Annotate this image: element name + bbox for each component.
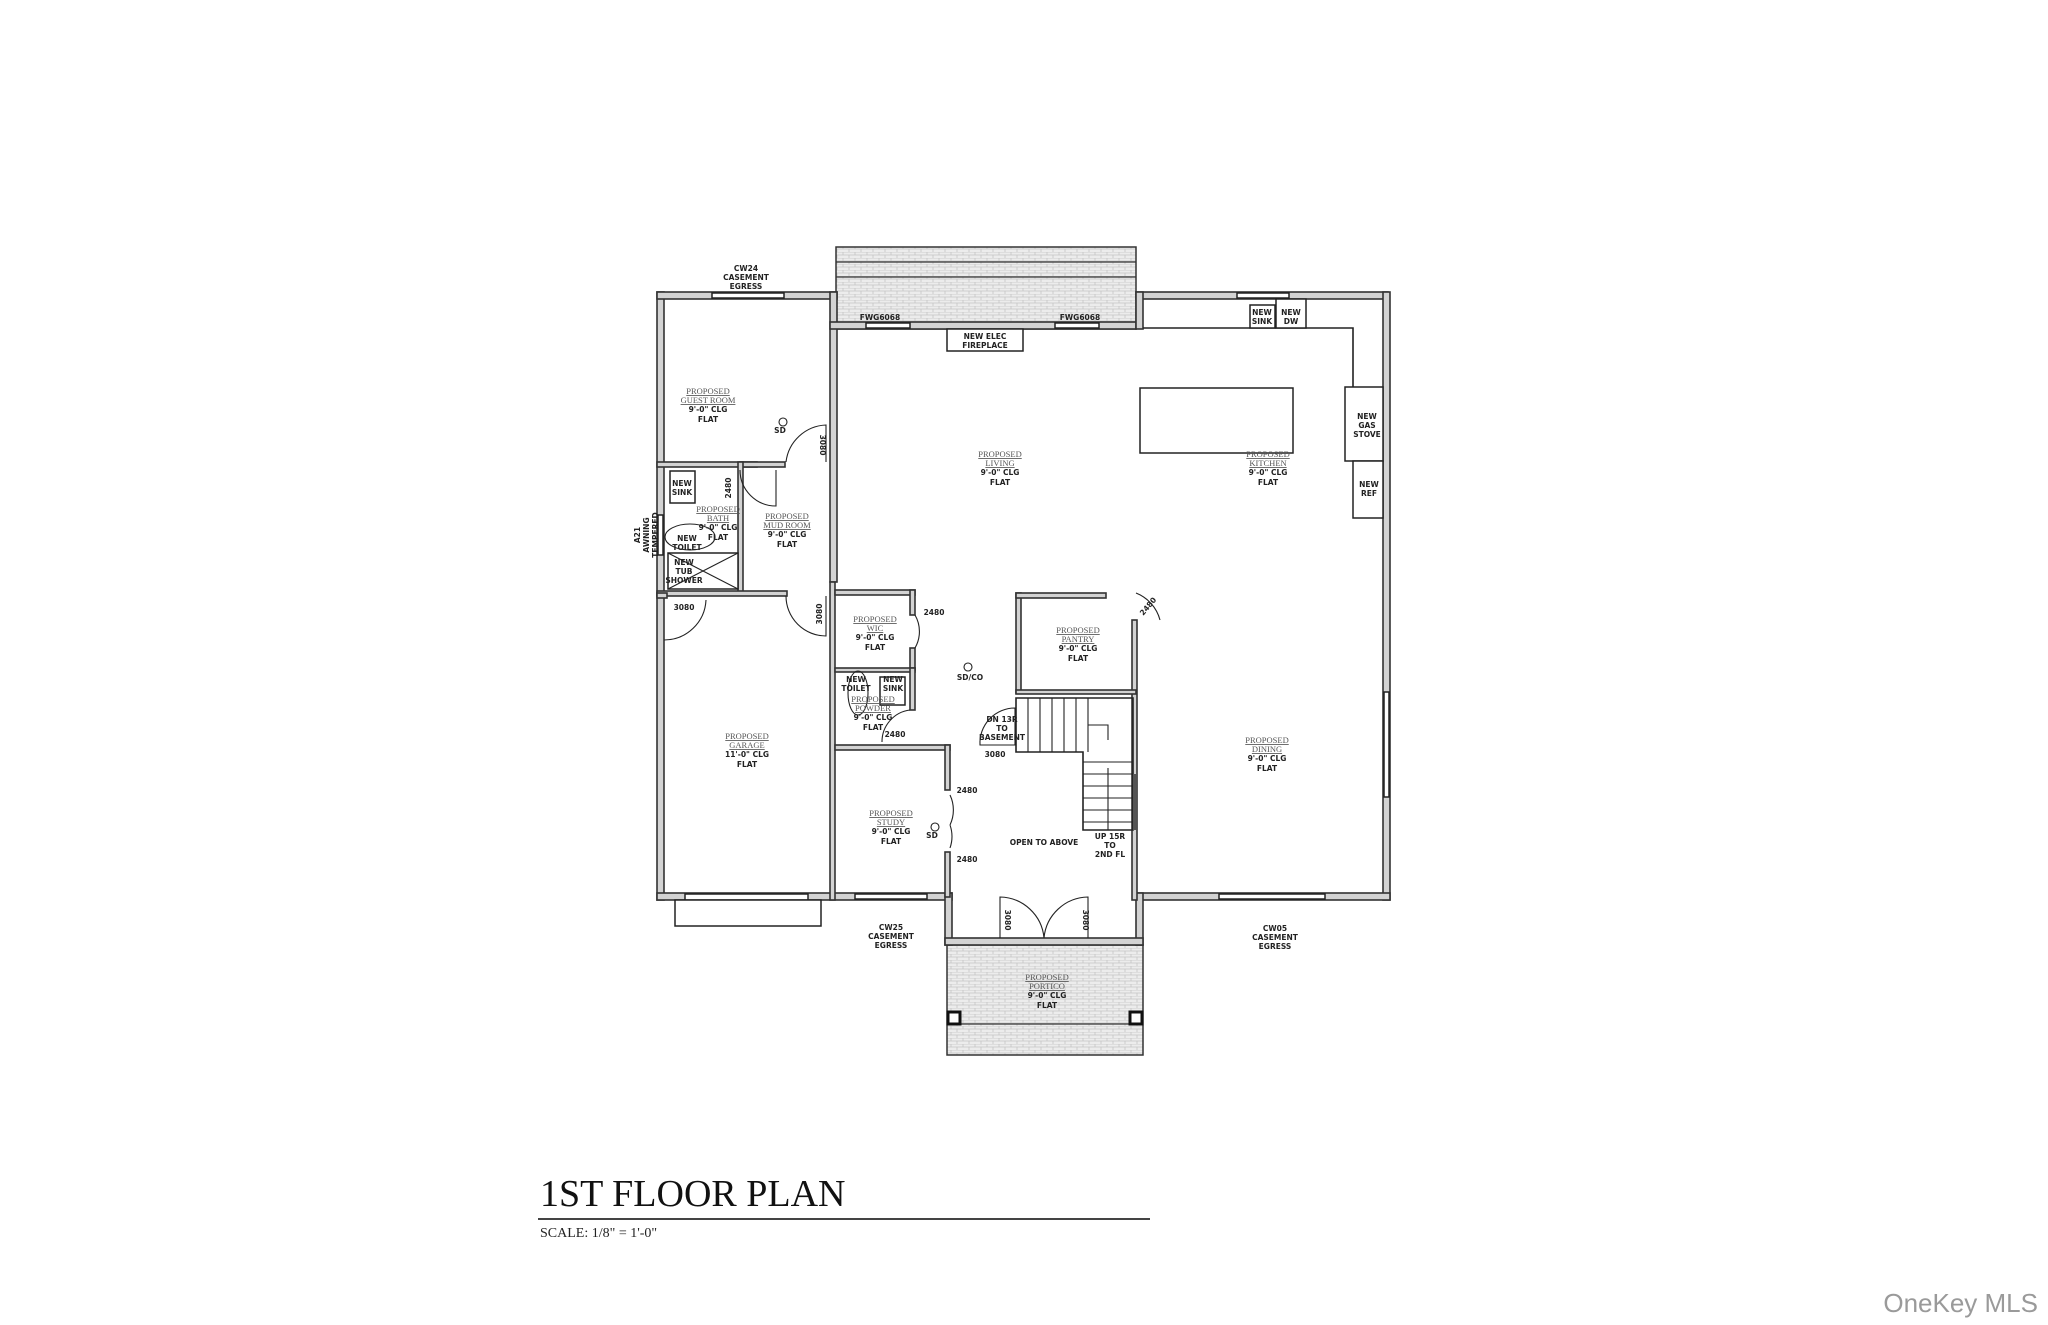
door-label-guest: 3080 bbox=[818, 435, 827, 456]
bath-sink bbox=[669, 470, 696, 504]
window-label-a21: A21AWNINGTEMPERED bbox=[633, 512, 660, 557]
smoke-co-detector bbox=[963, 662, 973, 672]
window-label-fwg-left: FWG6068 bbox=[860, 313, 900, 322]
doors bbox=[663, 424, 1161, 939]
smoke-detector-study bbox=[930, 822, 940, 832]
title-underline bbox=[538, 1218, 1150, 1220]
sdco-label: SD/CO bbox=[957, 673, 983, 682]
portico-hatched-area bbox=[946, 944, 1144, 1056]
door-label-study-bottom: 2480 bbox=[957, 855, 978, 864]
kitchen-counter bbox=[1143, 327, 1354, 387]
interior-walls bbox=[656, 461, 1138, 901]
smoke-detector-guest bbox=[778, 417, 788, 427]
rear-hatched-area bbox=[835, 246, 1137, 330]
wic-door bbox=[914, 614, 920, 649]
plan-scale: SCALE: 1/8" = 1'-0" bbox=[540, 1226, 658, 1241]
door-label-front-left: 3080 bbox=[1003, 910, 1012, 931]
garage-door bbox=[663, 599, 707, 641]
column-right bbox=[1128, 1010, 1144, 1026]
watermark: OneKey MLS bbox=[1883, 1288, 2038, 1318]
open-to-above-label: OPEN TO ABOVE bbox=[1010, 838, 1079, 847]
door-label-mud: 3080 bbox=[815, 604, 824, 625]
kitchen-island bbox=[1139, 387, 1294, 454]
kitchen-sink bbox=[1249, 304, 1276, 329]
powder-door bbox=[881, 709, 911, 743]
door-label-stair: 3080 bbox=[985, 750, 1006, 759]
column-left bbox=[946, 1010, 962, 1026]
fireplace bbox=[946, 328, 1024, 352]
powder-sink bbox=[879, 676, 906, 706]
door-label-pantry: 2480 bbox=[1138, 596, 1158, 618]
door-label-powder: 2480 bbox=[885, 730, 906, 739]
door-label-wic: 2480 bbox=[924, 608, 945, 617]
window-label-fwg-right: FWG6068 bbox=[1060, 313, 1100, 322]
sd-label-guest: SD bbox=[774, 426, 786, 435]
sd-label-study: SD bbox=[926, 831, 938, 840]
dishwasher bbox=[1275, 298, 1307, 329]
refrigerator bbox=[1352, 460, 1384, 519]
door-label-garage: 3080 bbox=[674, 603, 695, 612]
basement-stair-door bbox=[979, 707, 1016, 746]
bath-toilet bbox=[664, 523, 716, 551]
stairs bbox=[1015, 697, 1136, 831]
fixtures bbox=[664, 298, 1384, 832]
door-label-front-right: 3080 bbox=[1081, 910, 1090, 931]
mud-room-door bbox=[785, 595, 827, 637]
door-label-study-top: 2480 bbox=[957, 786, 978, 795]
door-labels: 3080 2480 3080 3080 2480 2480 2480 3080 … bbox=[674, 435, 1159, 931]
bath-door bbox=[739, 469, 777, 507]
powder-toilet bbox=[847, 670, 869, 716]
guest-room-door bbox=[785, 424, 827, 463]
door-label-bath: 2480 bbox=[724, 478, 733, 499]
study-double-door bbox=[949, 794, 954, 849]
windows bbox=[657, 292, 1390, 927]
plan-title: 1ST FLOOR PLAN bbox=[540, 1173, 846, 1215]
front-double-door bbox=[999, 896, 1089, 939]
pantry-door bbox=[1135, 592, 1161, 621]
